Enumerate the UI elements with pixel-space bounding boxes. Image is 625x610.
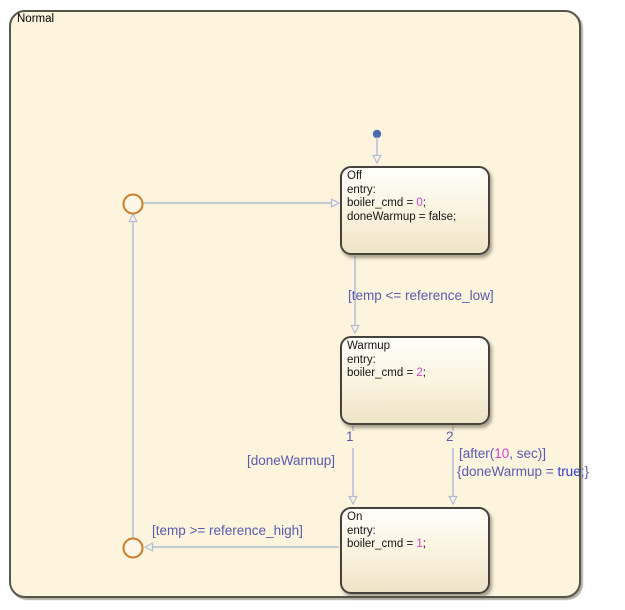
- state-entry-label: entry:: [347, 353, 376, 366]
- state-off[interactable]: Off entry: boiler_cmd = 0; doneWarmup = …: [340, 166, 490, 255]
- state-entry-label: entry:: [347, 524, 376, 537]
- state-title: Off: [347, 170, 363, 182]
- state-action-line: boiler_cmd = 1;: [347, 538, 426, 550]
- transition-label-donewarmup[interactable]: [doneWarmup]: [247, 453, 336, 468]
- state-title: Warmup: [347, 340, 391, 352]
- transition-label-off-to-warmup[interactable]: [temp <= reference_low]: [348, 288, 494, 303]
- state-normal-frame[interactable]: [9, 10, 581, 598]
- keyword-value: true: [557, 464, 581, 479]
- transition-label-on-to-junction[interactable]: [temp >= reference_high]: [152, 523, 303, 538]
- literal-value: 1: [416, 538, 423, 550]
- state-on[interactable]: On entry: boiler_cmd = 1;: [340, 507, 490, 594]
- state-action-line: boiler_cmd = 2;: [347, 367, 426, 379]
- transition-port-label-1[interactable]: 1: [346, 429, 354, 444]
- state-warmup[interactable]: Warmup entry: boiler_cmd = 2;: [340, 336, 490, 425]
- transition-label-after[interactable]: [after(10, sec)]: [459, 446, 547, 461]
- state-title: On: [347, 511, 363, 523]
- state-action-line: boiler_cmd = 0;: [347, 197, 426, 209]
- state-action-line: doneWarmup = false;: [347, 210, 457, 223]
- literal-value: 10: [494, 446, 510, 461]
- transition-port-label-2[interactable]: 2: [446, 429, 454, 444]
- state-entry-label: entry:: [347, 183, 376, 196]
- literal-value: 0: [416, 197, 423, 209]
- literal-value: 2: [416, 367, 423, 379]
- state-normal-title[interactable]: Normal: [17, 13, 55, 25]
- transition-action-donewarmup-true[interactable]: {doneWarmup = true;}: [457, 464, 589, 479]
